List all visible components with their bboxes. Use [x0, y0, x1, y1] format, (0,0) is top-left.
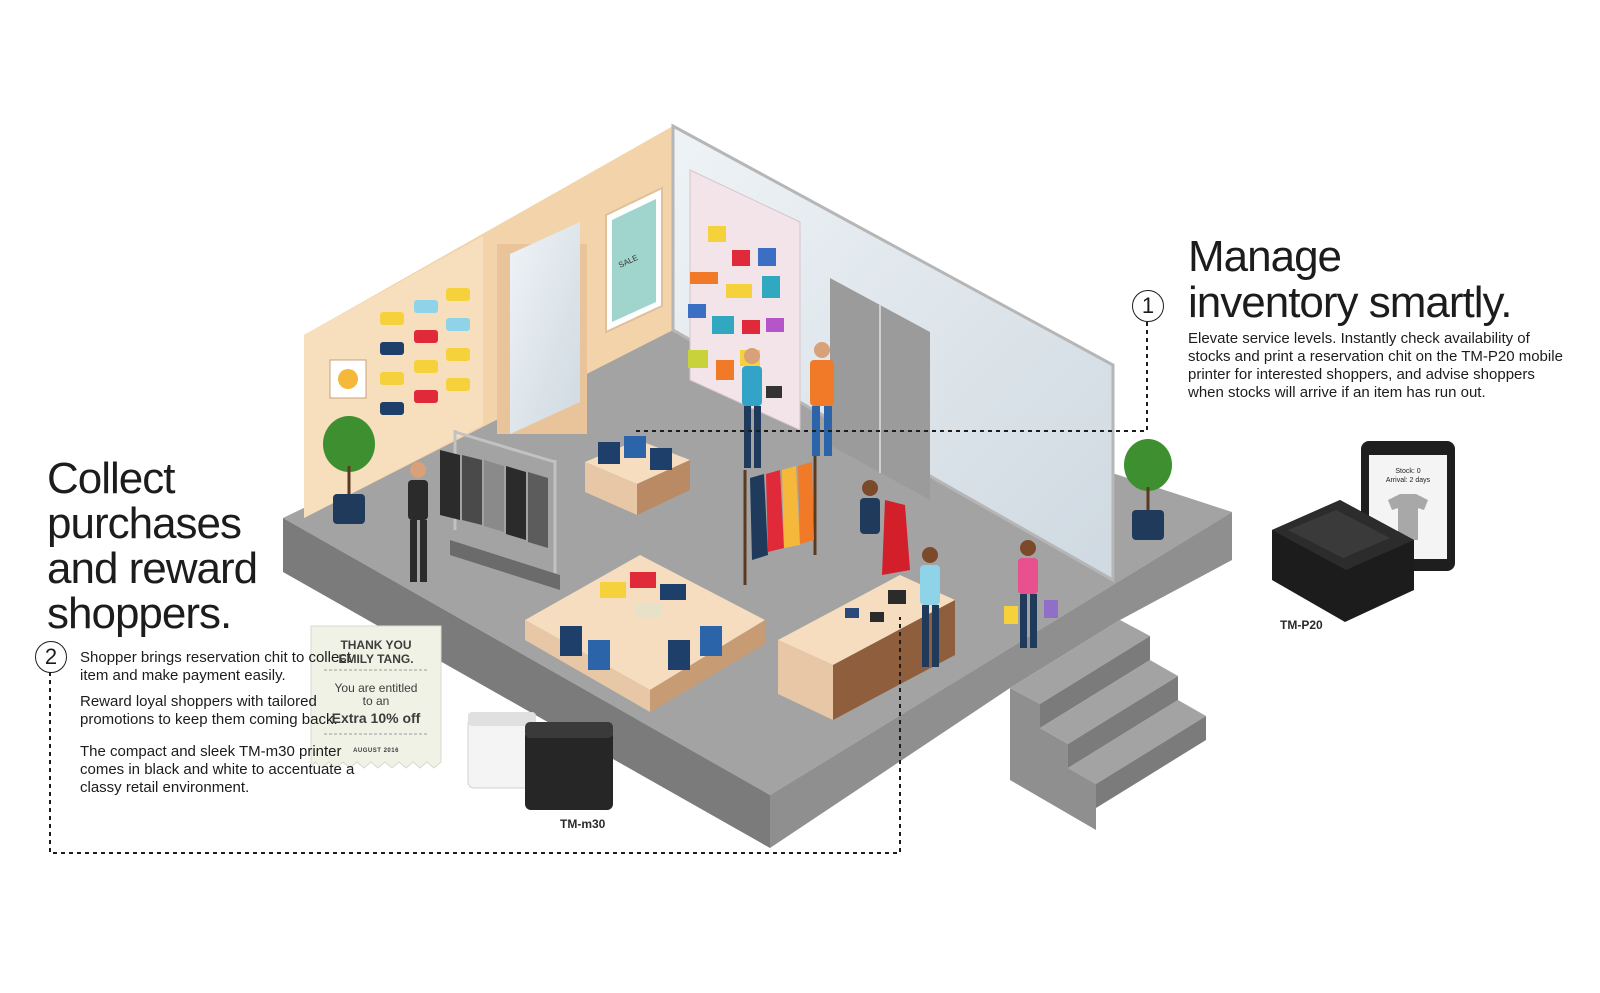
step-number-1: 1: [1132, 290, 1164, 322]
manage-heading: Manage inventory smartly.: [1188, 234, 1512, 326]
staff-with-tablet: [742, 348, 782, 468]
receipt-offer: Extra 10% off: [331, 710, 421, 726]
shopper-woman-bags: [1004, 540, 1058, 648]
suit-rack: [440, 430, 560, 590]
dress-rack: [743, 450, 817, 585]
receipt-date: AUGUST 2016: [353, 748, 399, 754]
cashier: [920, 547, 940, 667]
stairs: [1010, 620, 1206, 830]
collect-heading: Collect purchases and reward shoppers.: [47, 456, 347, 636]
collect-heading-line4: shoppers.: [47, 589, 232, 638]
receipt-text: THANK YOU EMILY TANG. You are entitled t…: [311, 626, 441, 768]
manage-heading-line1: Manage: [1188, 232, 1342, 281]
tablet-screen-text: Stock: 0 Arrival: 2 days: [1376, 467, 1440, 485]
receipt-line-3: You are entitled: [334, 681, 418, 695]
collect-heading-line2: purchases: [47, 499, 242, 548]
label-tm-p20: TM-P20: [1280, 618, 1323, 632]
shopper-man-suit: [408, 462, 428, 582]
connector-1: [634, 322, 1148, 432]
step-number-2: 2: [35, 641, 67, 673]
collect-paragraph-2: Reward loyal shoppers with tailored prom…: [80, 693, 338, 728]
plant-left: [323, 416, 375, 524]
tablet-arrival: Arrival: 2 days: [1385, 477, 1431, 484]
collect-paragraph-3: The compact and sleek TM-m30 printer com…: [80, 743, 355, 796]
left-wall: SALE: [304, 126, 673, 518]
shopper-woman-red-dress: [860, 480, 910, 575]
collect-heading-line1: Collect: [47, 454, 176, 503]
manage-description: Elevate service levels. Instantly check …: [1188, 330, 1563, 401]
collect-paragraph-1: Shopper brings reservation chit to colle…: [80, 649, 351, 684]
printer-tm-m30-black: [525, 722, 613, 810]
receipt-line-1: THANK YOU: [340, 638, 412, 652]
receipt: [310, 625, 442, 770]
label-tm-m30: TM-m30: [560, 817, 606, 831]
plant-right: [1124, 439, 1172, 540]
display-table-front: [525, 555, 765, 712]
printer-tm-m30-white: [467, 712, 537, 789]
tablet-stock: Stock: 0: [1395, 468, 1421, 475]
receipt-line-4: to an: [362, 694, 390, 708]
display-table-back: [585, 436, 690, 515]
collect-description: Shopper brings reservation chit to colle…: [80, 649, 380, 805]
connector-2: [49, 617, 901, 854]
manage-heading-line2: inventory smartly.: [1188, 278, 1512, 327]
receipt-line-2: EMILY TANG.: [338, 652, 414, 666]
printer-tm-p20: [1272, 500, 1414, 622]
shirt-shelves: [380, 288, 470, 415]
collect-heading-line3: and reward: [47, 544, 258, 593]
